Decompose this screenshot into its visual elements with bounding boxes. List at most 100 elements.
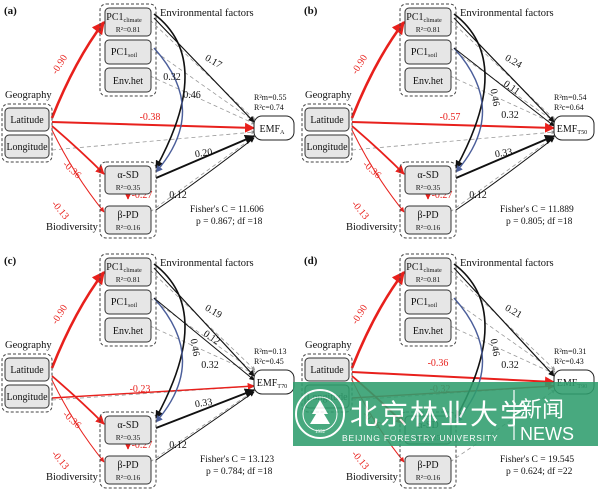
coef-lon-emf: -0.23 — [130, 384, 151, 395]
latitude-label: Latitude — [10, 115, 44, 126]
coef-lat-beta: -0.13 — [349, 449, 371, 472]
nonsig-path — [449, 75, 556, 125]
path-climate-emf — [153, 17, 255, 123]
path-lat-emf — [351, 121, 555, 133]
env-het-label: Env.het — [413, 76, 443, 87]
coef-lat-beta: -0.13 — [49, 449, 71, 472]
geography-group — [301, 103, 353, 163]
coef-soil-alpha: 0.32 — [201, 360, 219, 371]
pc1-climate-box — [104, 7, 152, 37]
university-seal-icon: 1952 — [295, 389, 345, 439]
emf-label: EMFT50 — [557, 124, 588, 136]
geography-label: Geography — [5, 90, 52, 101]
longitude-box — [4, 134, 50, 159]
pc1-climate-r2: R²=0.81 — [416, 25, 441, 34]
news-watermark: 1952 北京林业大学 新闻 NEWS BEIJING FORESTRY UNI… — [293, 382, 598, 446]
fisher-c: Fisher's C = 13.123 — [200, 455, 274, 465]
beta-pd-box — [404, 205, 452, 235]
env-het-label: Env.het — [113, 76, 143, 87]
environmental-group — [99, 3, 157, 97]
coef-alpha-emf: 0.20 — [194, 147, 213, 160]
environmental-factors-label: Environmental factors — [160, 258, 254, 269]
pc1-soil-label: PC1soil — [111, 297, 137, 309]
path-lat-climate — [50, 20, 106, 119]
alpha-sd-r2: R²=0.35 — [416, 183, 441, 192]
nonsig-path — [449, 47, 556, 123]
nonsig-path — [449, 297, 556, 373]
coef-climate-alpha: 0.46 — [488, 88, 502, 107]
fisher-p: p = 0.867; df =18 — [196, 216, 263, 227]
panel-a: -0.90-0.36-0.13-0.38-0.270.460.320.170.2… — [1, 3, 295, 239]
coef-lat-emf: -0.38 — [140, 112, 161, 123]
beta-pd-r2: R²=0.16 — [416, 223, 441, 232]
latitude-box — [4, 107, 50, 132]
geography-label: Geography — [305, 340, 352, 351]
nonsig-path — [351, 130, 556, 151]
r2-marginal: R²m=0.31 — [554, 347, 586, 356]
coef-climate-alpha: 0.46 — [488, 338, 502, 357]
beta-pd-box — [104, 455, 152, 485]
fisher-c: Fisher's C = 11.606 — [190, 205, 264, 215]
path-lat-climate — [350, 20, 406, 119]
pc1-climate-label: PC1climate — [406, 12, 442, 24]
fisher-p: p = 0.624; df =22 — [506, 466, 573, 477]
pc1-soil-box — [104, 39, 152, 65]
pc1-climate-label: PC1climate — [406, 262, 442, 274]
watermark-university-en: BEIJING FORESTRY UNIVERSITY — [342, 433, 498, 443]
path-lat-emf — [351, 371, 555, 387]
environmental-factors-label: Environmental factors — [160, 8, 254, 19]
panel-letter: (b) — [304, 5, 318, 17]
environmental-group — [399, 253, 457, 347]
path-lat-beta — [51, 129, 105, 213]
path-lat-emf — [51, 121, 255, 133]
panel-b: -0.90-0.36-0.13-0.57-0.270.460.320.240.1… — [301, 3, 595, 239]
beta-pd-label: β-PD — [417, 460, 438, 471]
geography-label: Geography — [305, 90, 352, 101]
path-alpha-emf — [455, 134, 555, 179]
nonsig-path — [149, 47, 256, 123]
pc1-soil-box — [404, 289, 452, 315]
coef-lat-beta: -0.13 — [49, 199, 71, 222]
coef-climate-emf: 0.21 — [503, 303, 524, 321]
latitude-box — [4, 357, 50, 382]
pc1-climate-label: PC1climate — [106, 262, 142, 274]
pc1-climate-r2: R²=0.81 — [116, 275, 141, 284]
coef-lat-emf: -0.57 — [440, 112, 461, 123]
environmental-factors-label: Environmental factors — [460, 258, 554, 269]
pc1-climate-r2: R²=0.81 — [116, 25, 141, 34]
pc1-climate-label: PC1climate — [106, 12, 142, 24]
nonsig-path — [149, 75, 256, 125]
path-soil-alpha — [153, 297, 184, 423]
nonsig-path — [51, 130, 256, 151]
emf-label: EMFT70 — [257, 378, 288, 390]
path-climate-emf — [453, 17, 555, 123]
beta-pd-box — [404, 455, 452, 485]
coef-climate-emf: 0.19 — [203, 303, 224, 321]
path-lat-climate — [50, 270, 106, 369]
beta-pd-label: β-PD — [117, 210, 138, 221]
nonsig-path — [149, 325, 256, 375]
coef-soil-emf: 0.12 — [201, 328, 222, 347]
biodiversity-label: Biodiversity — [46, 472, 99, 483]
alpha-sd-label: α-SD — [117, 170, 138, 181]
alpha-sd-label: α-SD — [417, 170, 438, 181]
r2-marginal: R²m=0.55 — [254, 93, 286, 102]
latitude-label: Latitude — [10, 365, 44, 376]
coef-lat-climate: -0.90 — [350, 303, 370, 327]
r2-conditional: R²c=0.74 — [254, 103, 284, 112]
panel-c: -0.90-0.36-0.13-0.23-0.270.460.320.190.1… — [1, 253, 295, 489]
coef-alpha-emf: 0.33 — [194, 397, 213, 410]
path-alpha-emf — [155, 134, 255, 179]
longitude-label: Longitude — [6, 392, 48, 403]
nonsig-path — [449, 135, 556, 213]
path-climate-alpha — [153, 263, 186, 419]
coef-soil-alpha: 0.32 — [163, 72, 181, 83]
alpha-sd-r2: R²=0.35 — [116, 433, 141, 442]
r2-conditional: R²c=0.45 — [254, 357, 284, 366]
beta-pd-label: β-PD — [117, 460, 138, 471]
alpha-sd-box — [104, 415, 152, 445]
geography-label: Geography — [5, 340, 52, 351]
fisher-p: p = 0.784; df =18 — [206, 466, 273, 477]
path-lat-beta — [51, 379, 105, 463]
